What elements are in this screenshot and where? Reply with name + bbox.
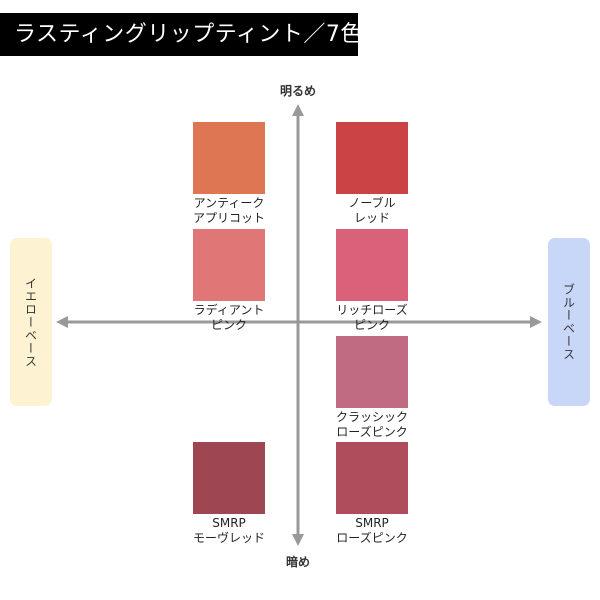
swatch-name-line1: ノーブル <box>348 196 396 210</box>
swatch-name-line2: アプリコット <box>192 211 265 225</box>
axis-label-left: イエローベース <box>23 276 38 368</box>
swatch-label: ラディアント ピンク <box>174 303 284 333</box>
swatch-name-line2: ピンク <box>210 318 247 332</box>
swatch-name-line2: ピンク <box>353 318 390 332</box>
swatch-name-line1: アンティーク <box>193 196 265 210</box>
swatch-label: SMRP ローズピンク <box>317 516 427 546</box>
swatch-label: アンティーク アプリコット <box>174 196 284 226</box>
swatch-name-line2: ローズピンク <box>336 531 408 545</box>
color-swatch <box>193 442 265 514</box>
yellow-base-box: イエローベース <box>10 238 52 406</box>
color-swatch <box>193 229 265 301</box>
page-title: ラスティングリップティント／7色 <box>0 13 362 56</box>
blue-base-box: ブルーベース <box>548 238 590 406</box>
color-swatch <box>336 229 408 301</box>
axis-label-right: ブルーベース <box>561 283 576 361</box>
swatch-label: SMRP モーヴレッド <box>174 516 284 546</box>
axis-label-bottom: 暗め <box>285 555 310 569</box>
color-swatch <box>336 442 408 514</box>
swatch-name-line1: SMRP <box>212 516 246 530</box>
swatch-name-line1: SMRP <box>355 516 389 530</box>
swatch-name-line2: レッド <box>353 211 390 225</box>
swatch-label: リッチローズ ピンク <box>317 303 427 333</box>
axis-label-top: 明るめ <box>279 84 316 98</box>
color-swatch <box>336 122 408 194</box>
swatch-name-line2: ローズピンク <box>336 425 408 439</box>
swatch-name-line1: ラディアント <box>193 303 265 317</box>
color-swatch <box>193 122 265 194</box>
swatch-name-line1: クラッシック <box>335 410 408 424</box>
swatch-label: クラッシック ローズピンク <box>317 410 427 440</box>
swatch-name-line1: リッチローズ <box>336 303 408 317</box>
color-swatch <box>336 336 408 408</box>
swatch-label: ノーブル レッド <box>317 196 427 226</box>
swatch-name-line2: モーヴレッド <box>192 531 265 545</box>
